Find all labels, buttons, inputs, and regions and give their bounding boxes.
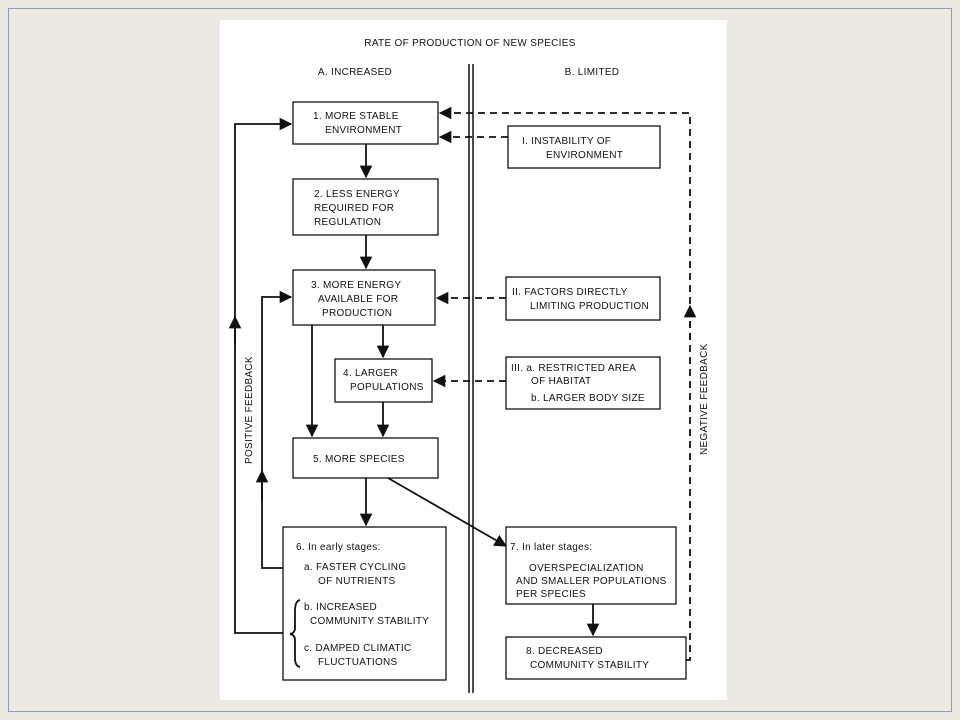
negative-feedback-label: NEGATIVE FEEDBACK [699, 343, 710, 455]
box-6-early-stages: 6. In early stages: a. FASTER CYCLING OF… [282, 526, 447, 681]
brace-bc [289, 599, 301, 668]
svg-text:3. MORE ENERGY: 3. MORE ENERGY [311, 280, 401, 291]
svg-text:c. DAMPED CLIMATIC: c. DAMPED CLIMATIC [304, 643, 411, 654]
svg-text:AND SMALLER POPULATIONS: AND SMALLER POPULATIONS [516, 576, 667, 587]
svg-text:I. INSTABILITY OF: I. INSTABILITY OF [522, 136, 611, 147]
svg-text:a. FASTER CYCLING: a. FASTER CYCLING [304, 562, 406, 573]
svg-text:POPULATIONS: POPULATIONS [350, 382, 424, 393]
svg-text:PRODUCTION: PRODUCTION [322, 308, 392, 319]
svg-text:1. MORE STABLE: 1. MORE STABLE [313, 111, 399, 122]
column-b-label: B. LIMITED [565, 67, 620, 78]
svg-text:7. In later stages:: 7. In later stages: [510, 542, 592, 553]
slide-frame [8, 8, 952, 712]
box-2-less-energy-required: 2. LESS ENERGY REQUIRED FOR REGULATION [292, 178, 439, 236]
svg-text:PER SPECIES: PER SPECIES [516, 589, 586, 600]
box-II-factors-limiting: II. FACTORS DIRECTLY LIMITING PRODUCTION [505, 276, 661, 321]
svg-text:4. LARGER: 4. LARGER [343, 368, 398, 379]
svg-text:COMMUNITY STABILITY: COMMUNITY STABILITY [530, 660, 649, 671]
svg-text:8. DECREASED: 8. DECREASED [526, 646, 603, 657]
svg-text:5. MORE SPECIES: 5. MORE SPECIES [313, 454, 405, 465]
svg-text:OVERSPECIALIZATION: OVERSPECIALIZATION [529, 563, 644, 574]
diagram-title: RATE OF PRODUCTION OF NEW SPECIES [364, 38, 575, 49]
svg-text:b. LARGER BODY SIZE: b. LARGER BODY SIZE [531, 393, 645, 404]
svg-text:AVAILABLE FOR: AVAILABLE FOR [318, 294, 398, 305]
svg-text:III. a. RESTRICTED AREA: III. a. RESTRICTED AREA [511, 363, 636, 374]
svg-text:COMMUNITY STABILITY: COMMUNITY STABILITY [310, 616, 429, 627]
svg-text:ENVIRONMENT: ENVIRONMENT [546, 150, 623, 161]
svg-text:OF NUTRIENTS: OF NUTRIENTS [318, 576, 396, 587]
svg-text:OF HABITAT: OF HABITAT [531, 376, 591, 387]
svg-text:FLUCTUATIONS: FLUCTUATIONS [318, 657, 398, 668]
positive-feedback-outer-arrow [234, 117, 293, 634]
box-7-later-stages: 7. In later stages: OVERSPECIALIZATION A… [505, 526, 677, 605]
svg-text:b. INCREASED: b. INCREASED [304, 602, 377, 613]
svg-text:II. FACTORS DIRECTLY: II. FACTORS DIRECTLY [512, 287, 628, 298]
svg-text:ENVIRONMENT: ENVIRONMENT [325, 125, 402, 136]
svg-text:REGULATION: REGULATION [314, 217, 381, 228]
box-5-more-species: 5. MORE SPECIES [292, 437, 439, 479]
box-8-decreased-stability: 8. DECREASED COMMUNITY STABILITY [505, 636, 687, 680]
box-3-more-energy-available: 3. MORE ENERGY AVAILABLE FOR PRODUCTION [292, 269, 436, 326]
box-4-larger-populations: 4. LARGER POPULATIONS [334, 358, 433, 403]
arrow-5-to-7 [387, 477, 508, 547]
positive-feedback-inner-arrow [261, 290, 293, 569]
svg-text:6. In early stages:: 6. In early stages: [296, 542, 381, 553]
column-a-label: A. INCREASED [318, 67, 392, 78]
negative-feedback-arrow [438, 106, 691, 661]
svg-text:REQUIRED FOR: REQUIRED FOR [314, 203, 394, 214]
svg-text:2. LESS ENERGY: 2. LESS ENERGY [314, 189, 400, 200]
box-I-instability: I. INSTABILITY OF ENVIRONMENT [507, 125, 661, 169]
svg-text:LIMITING PRODUCTION: LIMITING PRODUCTION [530, 301, 649, 312]
box-III-restricted-area: III. a. RESTRICTED AREA OF HABITAT b. LA… [505, 356, 661, 410]
box-1-more-stable-environment: 1. MORE STABLE ENVIRONMENT [292, 101, 439, 145]
positive-feedback-label: POSITIVE FEEDBACK [244, 356, 255, 464]
